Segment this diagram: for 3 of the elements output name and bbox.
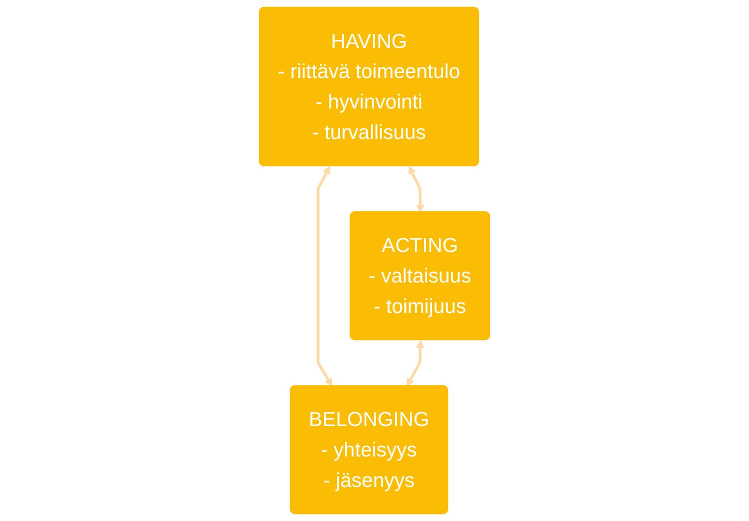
arrow: [406, 340, 424, 387]
arrow: [408, 166, 424, 213]
arrow: [316, 166, 332, 387]
